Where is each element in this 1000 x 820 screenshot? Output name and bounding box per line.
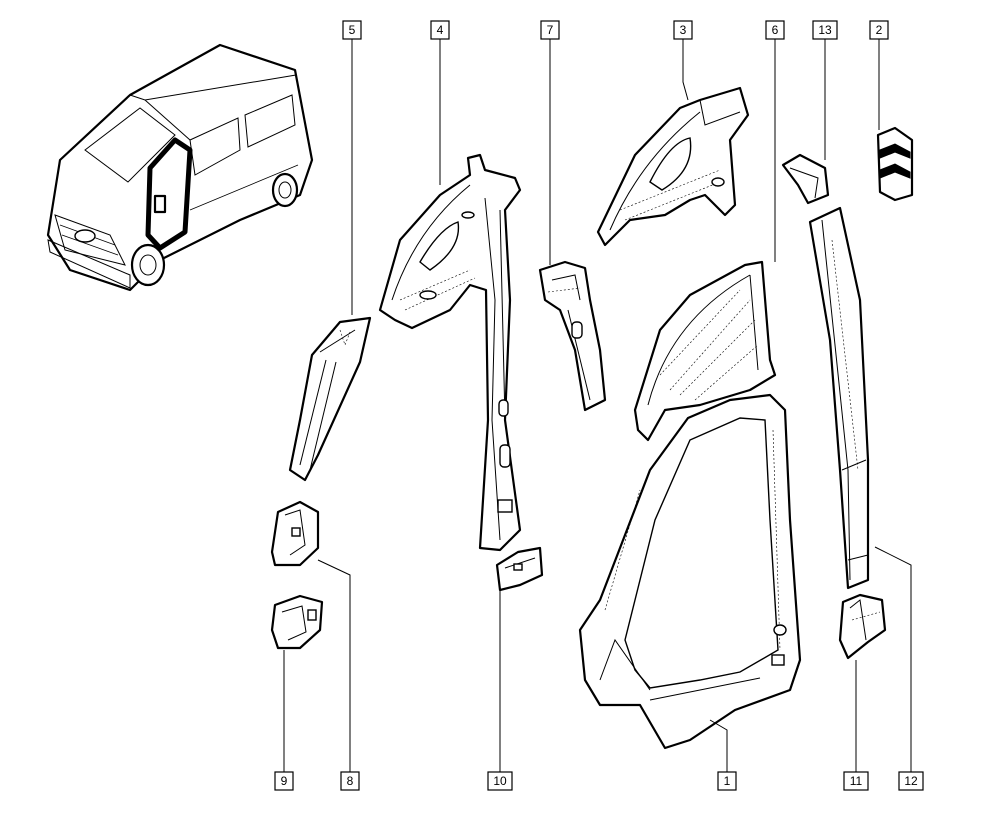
part-3 bbox=[596, 86, 750, 247]
callout-11: 11 bbox=[843, 771, 869, 791]
callout-10: 10 bbox=[487, 771, 513, 791]
callout-10-text: 10 bbox=[493, 774, 507, 788]
part-10 bbox=[495, 546, 544, 592]
callout-7-text: 7 bbox=[547, 23, 554, 37]
callout-13-text: 13 bbox=[818, 23, 832, 37]
callout-11-text: 11 bbox=[850, 774, 863, 788]
callout-12: 12 bbox=[898, 771, 924, 791]
callout-4: 4 bbox=[430, 20, 450, 40]
part-4 bbox=[378, 153, 522, 552]
part-6 bbox=[633, 260, 777, 442]
callout-2-text: 2 bbox=[876, 23, 883, 37]
part-8 bbox=[270, 500, 320, 567]
callout-4-text: 4 bbox=[437, 23, 444, 37]
callout-8: 8 bbox=[340, 771, 360, 791]
part-9 bbox=[270, 594, 324, 650]
part-1 bbox=[578, 393, 802, 750]
part-5 bbox=[288, 316, 372, 482]
callout-3-text: 3 bbox=[680, 23, 687, 37]
part-7 bbox=[538, 260, 607, 412]
part-2 bbox=[876, 126, 914, 202]
callout-1: 1 bbox=[717, 771, 737, 791]
callout-7: 7 bbox=[540, 20, 560, 40]
callout-1-text: 1 bbox=[724, 774, 731, 788]
part-11 bbox=[838, 593, 887, 660]
callout-9-text: 9 bbox=[281, 774, 288, 788]
callout-5-text: 5 bbox=[349, 23, 356, 37]
callout-5: 5 bbox=[342, 20, 362, 40]
part-12 bbox=[808, 206, 870, 590]
callout-6: 6 bbox=[765, 20, 785, 40]
callout-3: 3 bbox=[673, 20, 693, 40]
leader-lines bbox=[283, 39, 912, 772]
callout-13: 13 bbox=[812, 20, 838, 40]
callout-9: 9 bbox=[274, 771, 294, 791]
van-illustration bbox=[46, 43, 314, 292]
callout-2: 2 bbox=[869, 20, 889, 40]
callout-6-text: 6 bbox=[772, 23, 779, 37]
callout-12-text: 12 bbox=[904, 774, 918, 788]
callout-8-text: 8 bbox=[347, 774, 354, 788]
part-13 bbox=[781, 153, 830, 205]
